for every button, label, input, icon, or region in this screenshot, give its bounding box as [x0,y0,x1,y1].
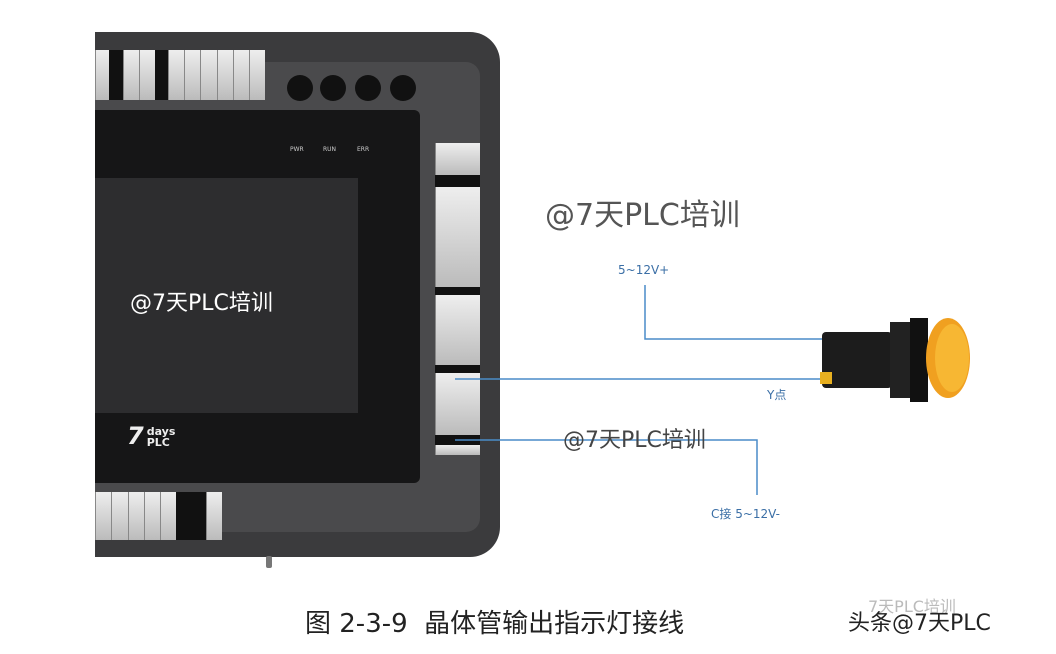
indicator-err: ERR [357,146,370,153]
label-y-point: Y点 [767,388,787,402]
plc-button [320,75,346,101]
plc-screen [95,178,358,413]
plc-button [355,75,381,101]
plc-pin [266,556,272,568]
bottom-terminal-block [95,492,223,540]
figure-caption: 图 2-3-9 晶体管输出指示灯接线 [305,609,685,639]
plc-button [390,75,416,101]
right-terminal-block [435,143,480,455]
wire-positive [644,285,830,340]
watermark: @7天PLC培训 [563,428,706,453]
wire-common [455,439,758,495]
label-common: C接 5~12V- [711,507,780,521]
indicator-run: RUN [323,146,337,153]
plc-button [287,75,313,101]
source-mark: 头条@7天PLC [848,611,991,636]
indicator-pwr: PWR [290,146,304,153]
top-terminal-block [95,50,266,100]
label-positive: 5~12V+ [618,263,670,277]
watermark: @7天PLC培训 [130,291,273,316]
watermark: @7天PLC培训 [545,198,740,233]
faded-watermark: 7天PLC培训 [868,597,956,616]
indicator-lamp [820,318,970,402]
